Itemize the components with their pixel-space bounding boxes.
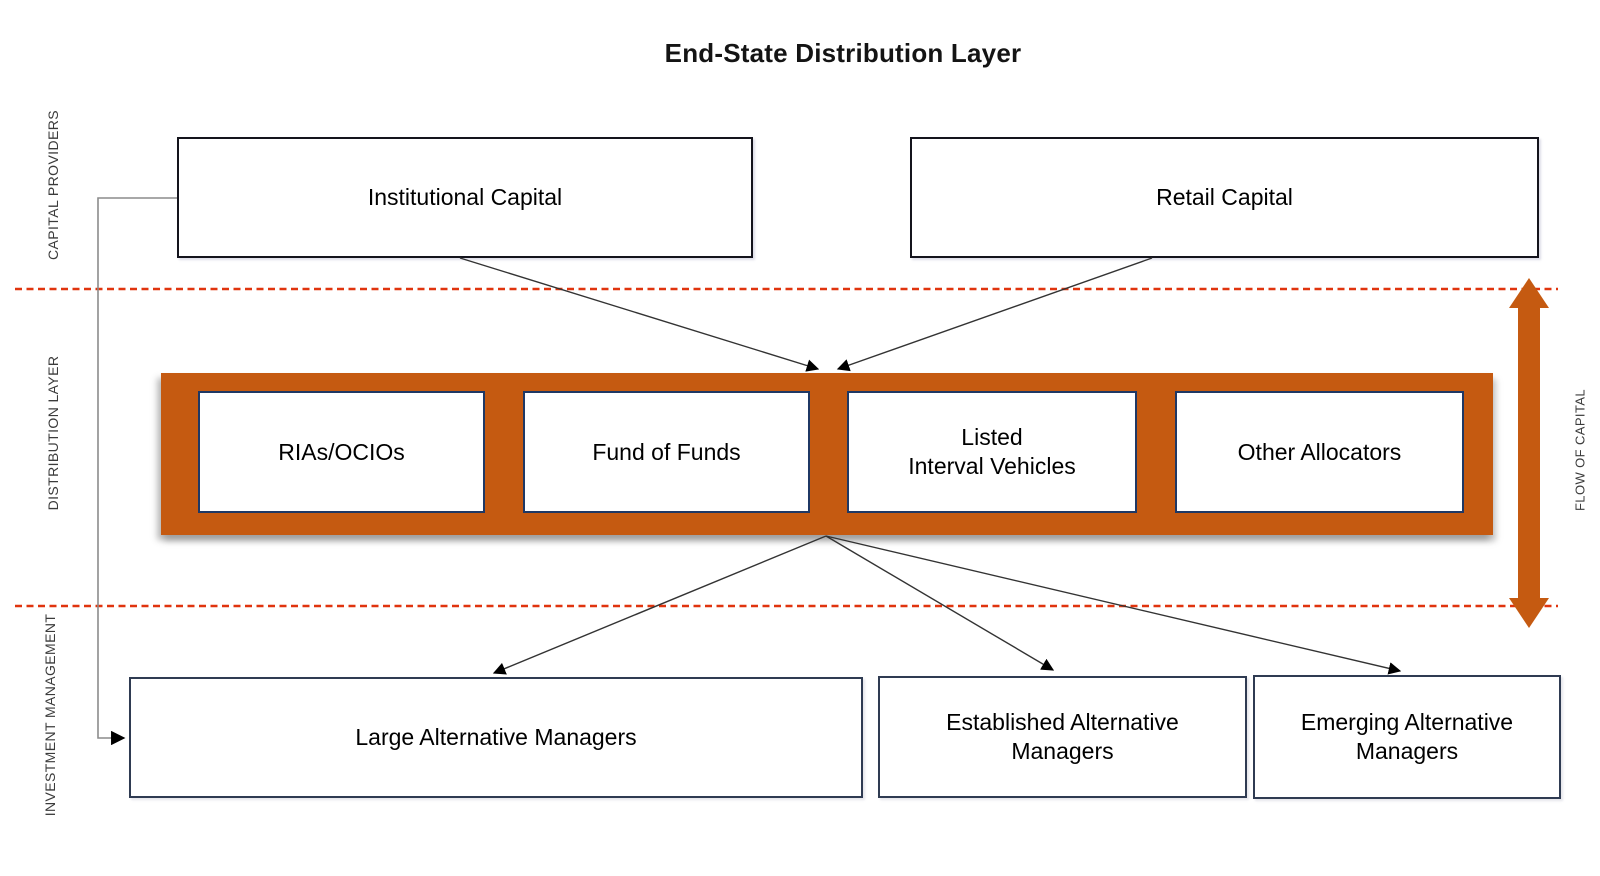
- retail-capital-label: Retail Capital: [1156, 184, 1293, 211]
- page-title: End-State Distribution Layer: [664, 38, 1022, 68]
- emerging-alternative-managers-box: Emerging Alternative Managers: [1253, 675, 1561, 799]
- arrow-band-to-emerging: [825, 535, 1402, 675]
- institutional-capital-label: Institutional Capital: [367, 184, 563, 211]
- arrow-band-to-large: [492, 535, 827, 675]
- rail-label-capital-providers: CAPITAL PROVIDERS: [45, 110, 61, 260]
- rail-label-distribution-layer: DISTRIBUTION LAYER: [45, 355, 61, 511]
- rail-label-investment-management: INVESTMENT MANAGEMENT: [42, 613, 58, 817]
- established-alternative-managers-box: Established Alternative Managers: [878, 676, 1247, 798]
- arrow-retail-to-band: [836, 257, 1153, 372]
- rias-ocios-label: RIAs/OCIOs: [278, 438, 405, 465]
- listed-interval-vehicles-box: Listed Interval Vehicles: [847, 391, 1137, 513]
- other-allocators-label: Other Allocators: [1237, 438, 1402, 465]
- institutional-capital-box: Institutional Capital: [177, 137, 753, 258]
- large-alternative-managers-box: Large Alternative Managers: [129, 677, 863, 798]
- rail-label-flow-of-capital: FLOW OF CAPITAL: [1572, 388, 1588, 512]
- fund-of-funds-label: Fund of Funds: [592, 438, 741, 465]
- arrow-institutional-to-band: [459, 257, 820, 372]
- distribution-layer-band: RIAs/OCIOs Fund of Funds Listed Interval…: [161, 373, 1493, 535]
- rias-ocios-box: RIAs/OCIOs: [198, 391, 485, 513]
- established-alternative-managers-label: Established Alternative Managers: [946, 709, 1179, 764]
- flow-of-capital-arrow: [1509, 278, 1549, 628]
- listed-interval-vehicles-label: Listed Interval Vehicles: [908, 424, 1076, 479]
- fund-of-funds-box: Fund of Funds: [523, 391, 810, 513]
- emerging-alternative-managers-label: Emerging Alternative Managers: [1300, 709, 1514, 764]
- flow-arrow-down-head: [1509, 598, 1549, 628]
- arrow-band-to-established: [825, 535, 1055, 671]
- flow-arrow-up-head: [1509, 278, 1549, 308]
- other-allocators-box: Other Allocators: [1175, 391, 1464, 513]
- large-alternative-managers-label: Large Alternative Managers: [355, 724, 637, 751]
- retail-capital-box: Retail Capital: [910, 137, 1539, 258]
